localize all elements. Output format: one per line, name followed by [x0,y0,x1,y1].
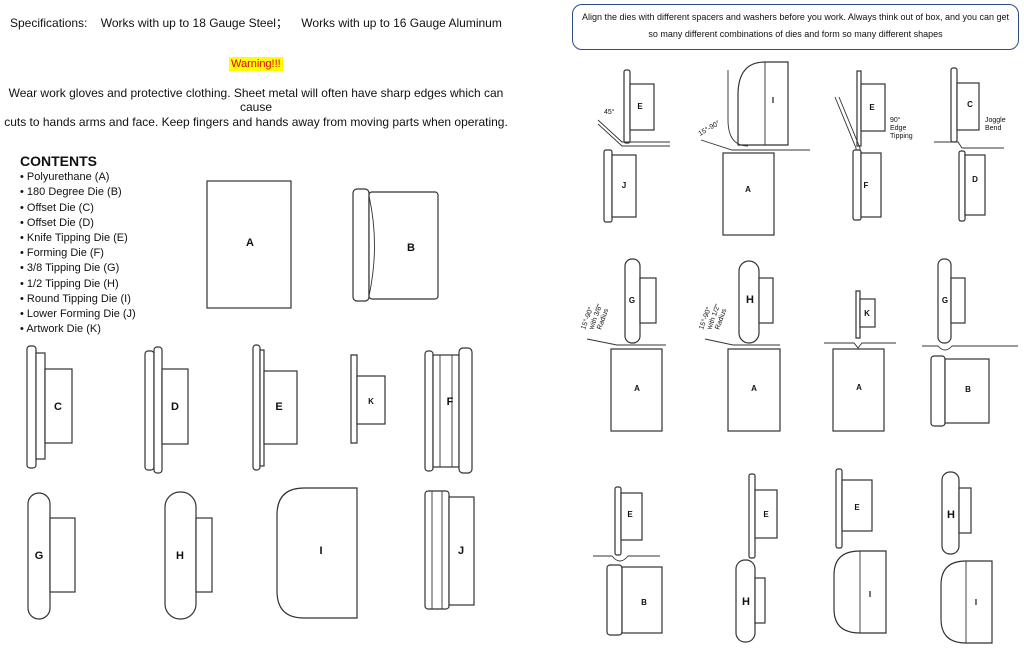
part-h-1-2-tipping-die: H [164,491,213,620]
svg-text:H: H [947,509,955,521]
svg-text:E: E [763,510,769,519]
list-item: Knife Tipping Die (E) [20,231,136,246]
example-knife-on-b: E B [593,486,663,636]
svg-text:45°: 45° [604,108,615,116]
list-item: Artwork Die (K) [20,322,136,337]
svg-text:90°: 90° [890,116,901,124]
list-item: Offset Die (C) [20,201,136,216]
part-a-polyurethane: A [206,180,292,309]
tip-box: Align the dies with different spacers an… [572,4,1019,50]
svg-text:J: J [622,181,626,190]
svg-text:E: E [869,103,875,112]
specifications-line: Specifications: Works with up to 18 Gaug… [10,14,502,31]
svg-text:G: G [35,550,44,562]
svg-text:Bend: Bend [985,125,1001,132]
example-45-bend: E 45° J [597,69,670,223]
svg-text:E: E [275,401,282,413]
example-90-edge-tipping: E 90° Edge Tipping F [834,70,913,221]
example-180-fold: G B [922,258,1018,427]
svg-text:I: I [319,545,322,557]
part-f-forming-die: F [424,347,473,474]
svg-text:Tipping: Tipping [890,133,913,140]
svg-text:15°-90°: 15°-90° [697,119,722,138]
svg-text:C: C [967,100,973,109]
svg-text:F: F [864,181,869,190]
part-b-180-degree-die: B [352,188,439,302]
svg-text:D: D [171,401,179,413]
svg-text:E: E [854,503,860,512]
list-item: 3/8 Tipping Die (G) [20,261,136,276]
example-round-die-2: I [940,560,993,644]
example-h-die-2: H [735,559,766,643]
example-15-90-bend: I 15°-90° A [697,61,810,236]
svg-text:B: B [407,242,415,254]
list-item: Lower Forming Die (J) [20,307,136,322]
warning-label: Warning!!! [229,57,283,71]
safety-text-line-2: cuts to hands arms and face. Keep finger… [4,115,508,129]
svg-text:F: F [447,396,454,408]
contents-title: CONTENTS [20,153,97,169]
svg-text:I: I [772,96,774,105]
list-item: Forming Die (F) [20,246,136,261]
example-1-2-radius: H 15°-90° with 1/2" Radius A [697,260,781,432]
part-k-artwork-die: K [350,354,386,444]
part-c-offset-die: C [26,345,73,469]
list-item: Polyurethane (A) [20,170,136,185]
svg-text:A: A [634,384,640,393]
svg-text:D: D [972,175,978,184]
svg-text:Edge: Edge [890,125,906,132]
specs-steel: Works with up to 18 Gauge Steel； [100,16,288,30]
svg-text:C: C [54,401,62,413]
example-round-die: I [833,550,887,634]
svg-text:E: E [637,102,643,111]
svg-text:J: J [458,545,464,557]
svg-text:K: K [864,309,870,318]
svg-text:H: H [742,596,750,608]
svg-text:I: I [869,590,871,599]
svg-text:B: B [965,385,971,394]
svg-text:I: I [975,598,977,607]
svg-text:A: A [745,185,751,194]
list-item: 180 Degree Die (B) [20,185,136,200]
list-item: Round Tipping Die (I) [20,292,136,307]
example-knife-die-2: E [835,468,873,549]
example-artwork-die: K A [824,290,896,432]
contents-list: CONTENTS Polyurethane (A) 180 Degree Die… [20,153,136,337]
part-e-knife-tipping-die: E [252,344,298,471]
specs-aluminum: Works with up to 16 Gauge Aluminum [301,16,502,30]
svg-text:A: A [246,237,254,249]
svg-text:H: H [746,294,754,306]
svg-text:B: B [641,598,647,607]
safety-text-line-1: Wear work gloves and protective clothing… [8,86,504,114]
part-i-round-tipping-die: I [276,487,358,619]
example-h-die: H [941,471,972,555]
svg-text:G: G [629,296,635,305]
svg-text:K: K [368,397,374,406]
tip-line-1: Align the dies with different spacers an… [581,12,1010,22]
svg-text:A: A [751,384,757,393]
svg-text:Joggle: Joggle [985,117,1006,124]
example-3-8-radius: G 15°-90° with 3/8" Radius A [579,258,666,432]
svg-text:H: H [176,550,184,562]
part-g-3-8-tipping-die: G [27,492,76,620]
specs-label: Specifications: [10,16,88,30]
svg-text:A: A [856,383,862,392]
tip-line-2: so many different combinations of dies a… [648,29,943,39]
svg-text:G: G [942,296,948,305]
part-j-lower-forming-die: J [424,490,475,610]
part-d-offset-die: D [144,346,189,474]
example-knife-die: E [748,473,778,559]
svg-text:E: E [627,510,633,519]
list-item: 1/2 Tipping Die (H) [20,277,136,292]
example-joggle-bend: C Joggle Bend D [934,67,1006,222]
list-item: Offset Die (D) [20,216,136,231]
